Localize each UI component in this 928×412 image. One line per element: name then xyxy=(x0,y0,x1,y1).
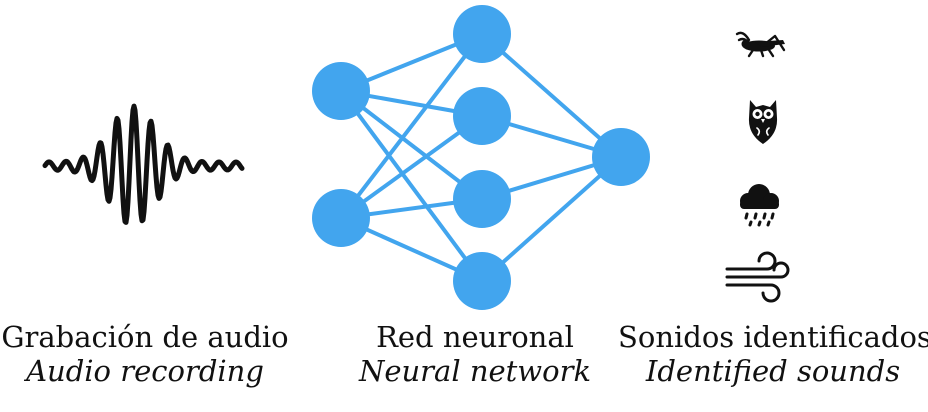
neural-network-caption: Red neuronal Neural network xyxy=(330,320,620,388)
network-edge xyxy=(480,32,623,159)
network-edge xyxy=(339,89,484,283)
network-node xyxy=(453,87,511,145)
audio-recording-label-en: Audio recording xyxy=(26,354,264,389)
network-node xyxy=(453,5,511,63)
network-node xyxy=(453,170,511,228)
identified-sounds-label-en: Identified sounds xyxy=(645,354,901,389)
owl-icon xyxy=(748,100,778,144)
neural-network-label-en: Neural network xyxy=(358,354,592,389)
network-edge xyxy=(480,155,623,283)
network-node xyxy=(312,189,370,247)
identified-sounds-label-es: Sonidos identificados xyxy=(618,320,928,354)
audio-waveform-icon xyxy=(42,103,245,225)
network-node xyxy=(453,252,511,310)
audio-recording-label-es: Grabación de audio xyxy=(1,320,289,354)
network-edges xyxy=(339,32,623,283)
network-node xyxy=(312,62,370,120)
neural-network-label-es: Red neuronal xyxy=(376,320,574,354)
audio-recording-caption: Grabación de audio Audio recording xyxy=(0,320,290,388)
network-nodes xyxy=(312,5,650,310)
wind-icon xyxy=(725,251,790,303)
network-edge xyxy=(339,114,484,220)
network-edge xyxy=(339,89,484,201)
network-node xyxy=(592,128,650,186)
network-edge xyxy=(339,32,484,220)
rain-cloud-icon xyxy=(740,184,779,227)
grasshopper-icon xyxy=(735,31,786,58)
identified-sounds-caption: Sonidos identificados Identified sounds xyxy=(618,320,928,388)
